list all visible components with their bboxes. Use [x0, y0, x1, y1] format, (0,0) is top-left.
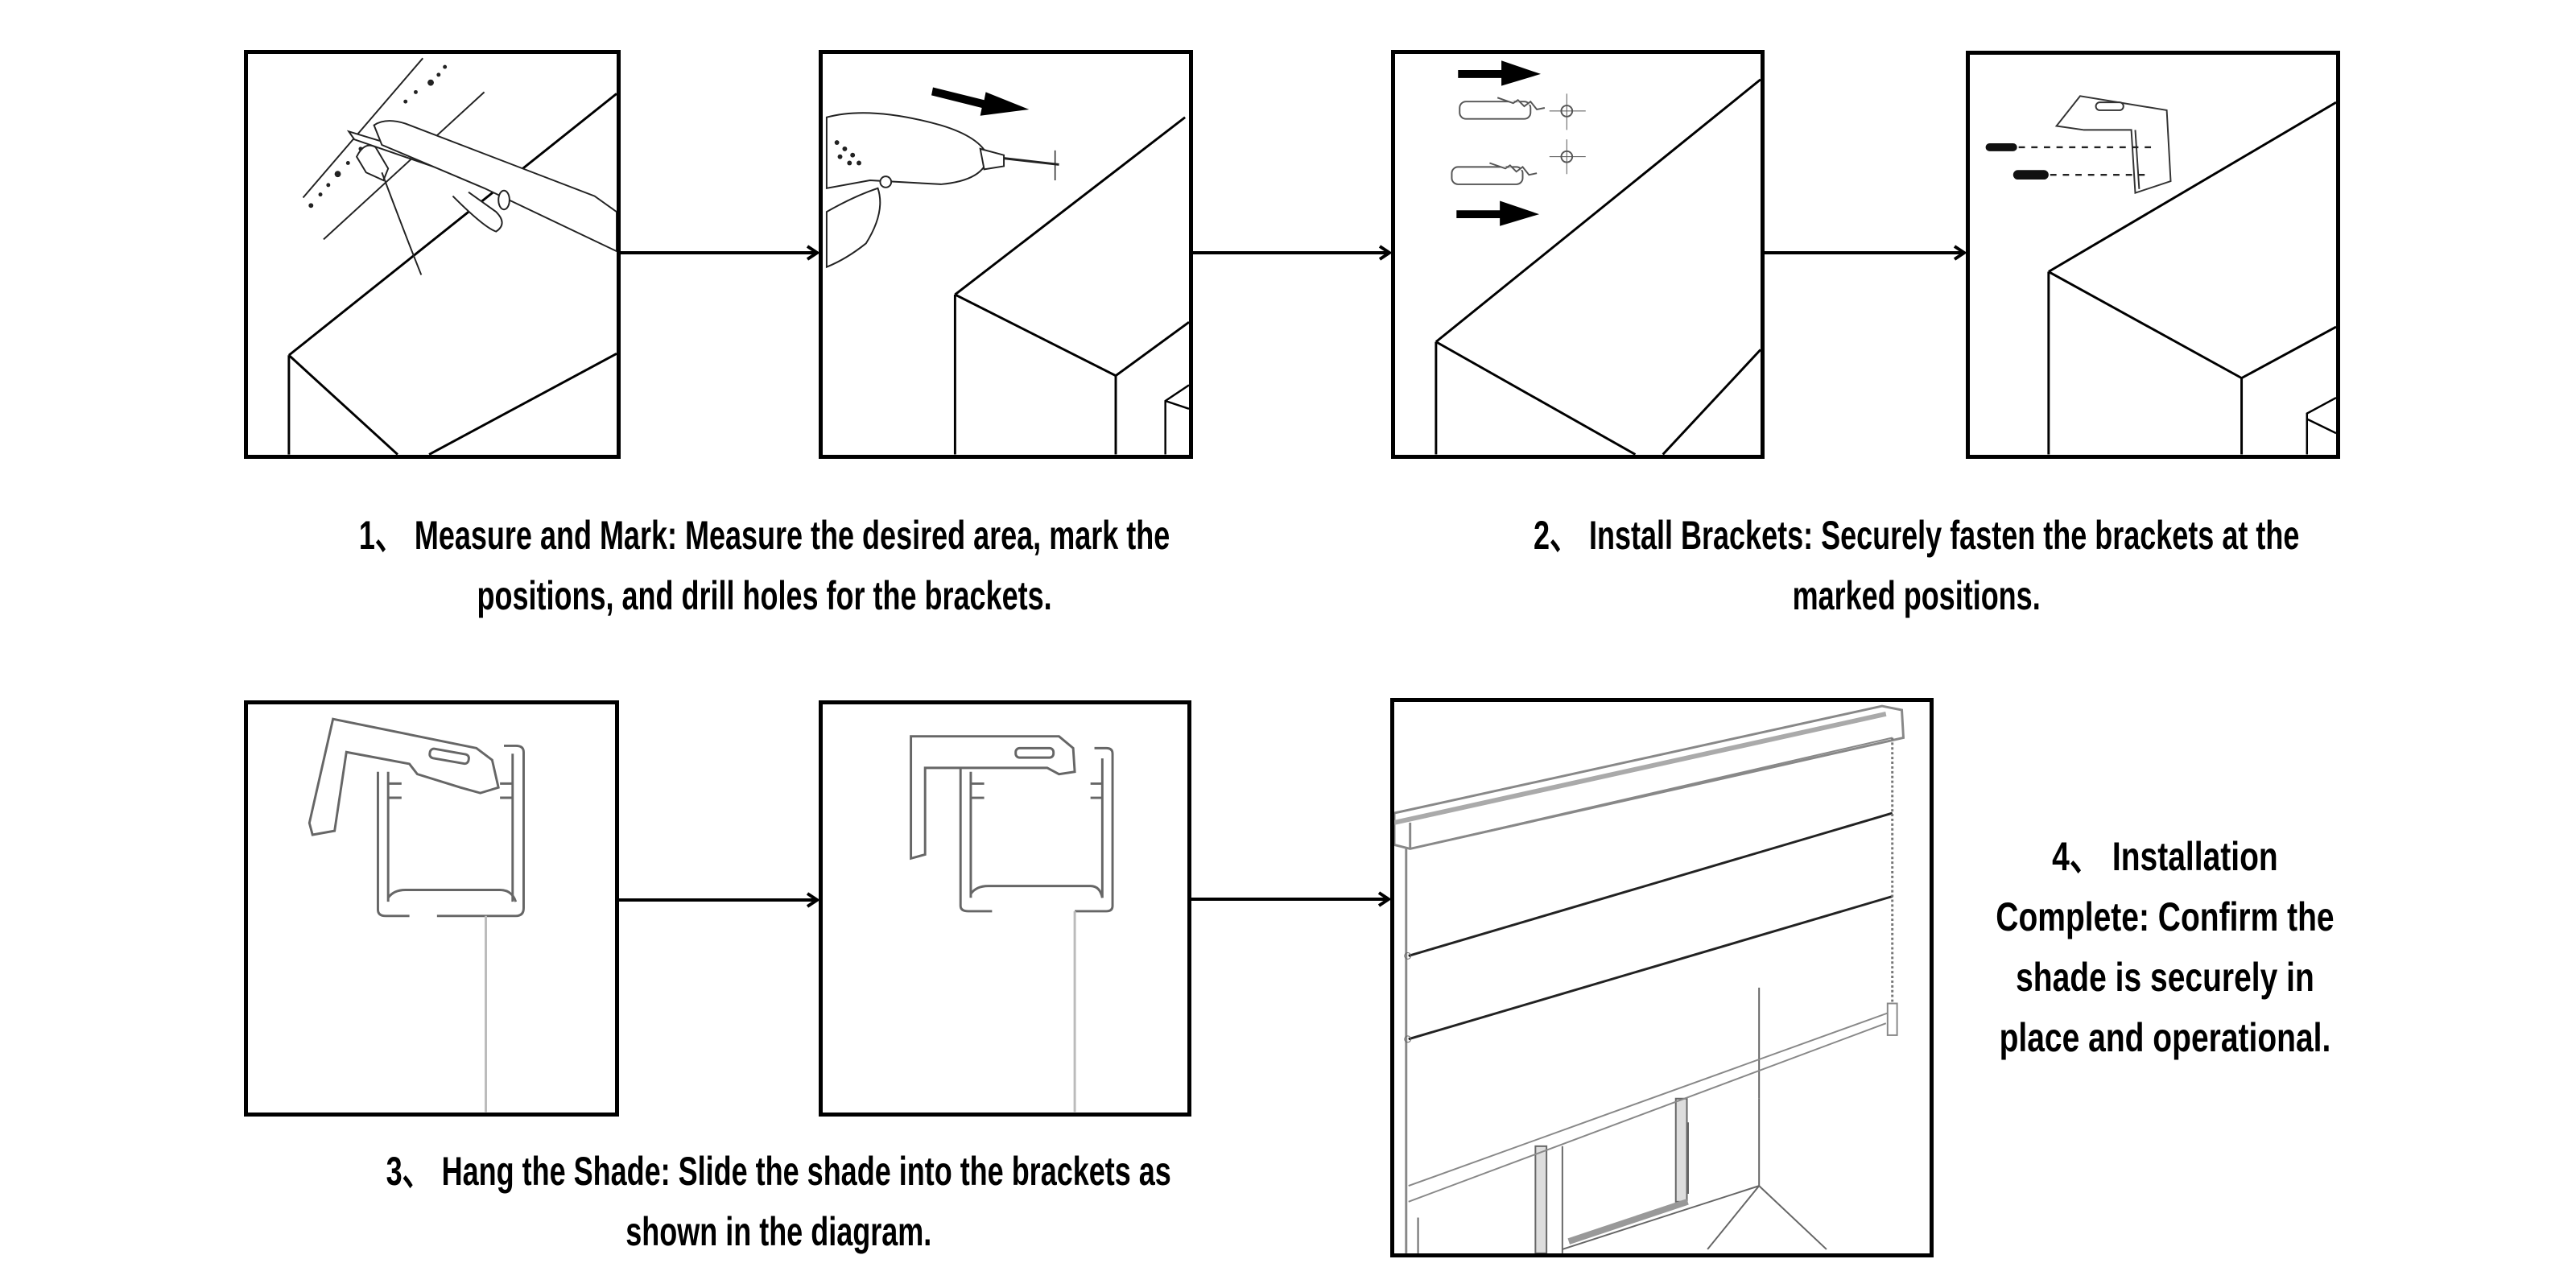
- drill-illustration: [825, 87, 1189, 455]
- step-number: 2、: [1533, 513, 1579, 558]
- direction-arrow-icon: [1458, 60, 1542, 86]
- step-number: 3、: [386, 1149, 431, 1194]
- screw-icon: [1985, 143, 2152, 180]
- panel-drill-holes: [819, 50, 1193, 459]
- step-2-caption: 2、Install Brackets: Securely fasten the …: [1385, 506, 2351, 626]
- window-frame: [1417, 987, 1827, 1253]
- headrail-profile-icon: [376, 744, 525, 918]
- panel-screw-bracket: [1966, 51, 2340, 459]
- installed-shade-illustration: [1394, 704, 1905, 1253]
- caption-line: 4、Installation: [2052, 834, 2278, 879]
- caption-line: marked positions.: [1792, 573, 2041, 618]
- caption-line: 1、Measure and Mark: Measure the desired …: [358, 513, 1170, 558]
- step-number: 1、: [358, 513, 404, 558]
- headrail-clipped-illustration: [910, 735, 1114, 1113]
- caption-line: positions, and drill holes for the brack…: [477, 573, 1052, 618]
- panel-measure-mark: [244, 50, 621, 459]
- flow-arrow: [1193, 245, 1393, 261]
- hand-pencil-icon: [346, 120, 617, 275]
- screw-bracket-illustration: [1985, 95, 2336, 455]
- panel-wall-anchors: [1391, 50, 1765, 459]
- step-1-caption: 1、Measure and Mark: Measure the desired …: [201, 506, 1208, 626]
- direction-arrow-icon: [1456, 200, 1540, 226]
- control-chain-icon: [1886, 737, 1898, 1036]
- bracket-profile-icon: [910, 735, 1076, 861]
- wall-anchor-icon: [1451, 93, 1586, 185]
- caption-line: 3、Hang the Shade: Slide the shade into t…: [386, 1149, 1171, 1194]
- caption-line: Complete: Confirm the: [1996, 894, 2334, 939]
- flow-arrow: [621, 245, 820, 261]
- step-3-caption: 3、Hang the Shade: Slide the shade into t…: [233, 1141, 1199, 1262]
- caption-line: shown in the diagram.: [625, 1209, 932, 1254]
- direction-arrow-icon: [931, 87, 1030, 116]
- headrail-tilted-illustration: [308, 717, 525, 1113]
- drill-icon: [825, 112, 1059, 269]
- panel-headrail-clipped: [819, 700, 1191, 1117]
- caption-line: place and operational.: [1999, 1015, 2331, 1060]
- headrail-profile-icon: [959, 746, 1114, 913]
- step-number: 4、: [2052, 834, 2101, 879]
- shade-fabric: [1404, 737, 1893, 1253]
- bracket-icon: [2054, 95, 2172, 195]
- flow-arrow: [619, 892, 820, 908]
- flow-arrow: [1191, 891, 1392, 907]
- panel-installed-shade: [1390, 698, 1934, 1257]
- flow-arrow: [1765, 245, 1967, 261]
- caption-line: 2、Install Brackets: Securely fasten the …: [1533, 513, 2300, 558]
- ruler-icon: [302, 57, 485, 241]
- caption-line: shade is securely in: [2016, 955, 2314, 1000]
- bracket-profile-icon: [308, 717, 500, 836]
- headrail-cassette: [1394, 704, 1905, 850]
- panel-headrail-tilted: [244, 700, 619, 1117]
- wall-anchors-illustration: [1435, 60, 1761, 455]
- measure-illustration: [287, 57, 617, 455]
- step-4-caption: 4、Installation Complete: Confirm the sha…: [1948, 827, 2367, 1068]
